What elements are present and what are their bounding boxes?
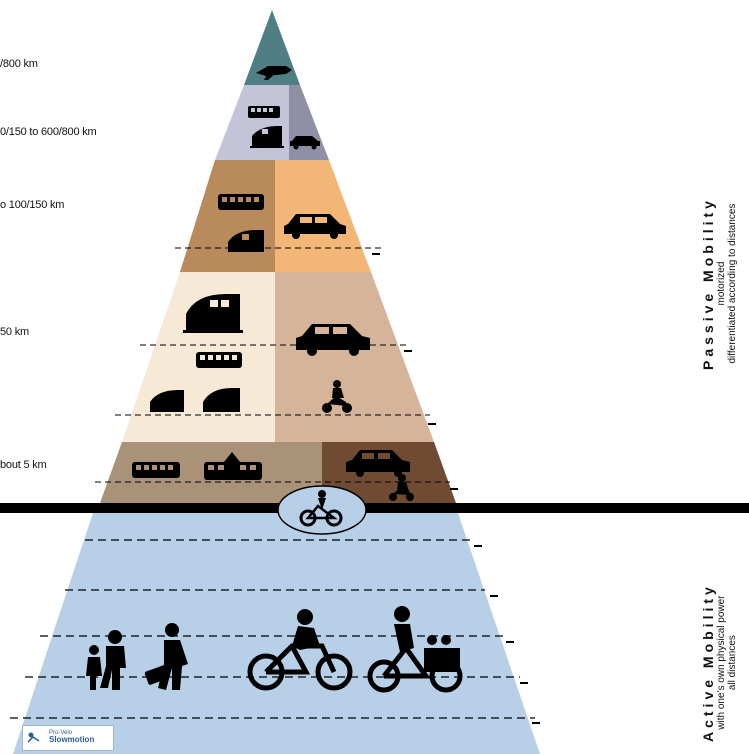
cargo-bike-icon — [367, 606, 463, 693]
train-icon — [183, 294, 243, 333]
active-zone — [13, 513, 540, 754]
passive-title: Passive Mobility — [700, 197, 716, 370]
bus-icon — [196, 352, 242, 368]
tram-icon — [150, 388, 240, 412]
tier-medium-left — [180, 160, 275, 272]
active-sub1: with one's own physical power — [716, 595, 727, 730]
distance-label-local: bout 5 km — [0, 459, 47, 471]
walking-family-icon — [86, 630, 126, 690]
tram-icon — [204, 452, 262, 480]
train-icon — [250, 126, 284, 148]
distance-label-short: 50 km — [0, 326, 29, 338]
airplane-icon — [256, 66, 292, 80]
ground-divider-bar — [0, 503, 749, 513]
passive-sub1: motorized — [716, 261, 727, 306]
train-icon — [228, 230, 264, 252]
logo-line2: Slowmotion — [49, 735, 95, 744]
passive-mobility-heading: Passive Mobility motorized differentiate… — [700, 197, 738, 370]
logo-line1: Pro-Velo — [49, 730, 73, 736]
active-title: Active Mobility — [700, 583, 716, 742]
car-icon — [290, 136, 320, 150]
active-mobility-heading: Active Mobility with one's own physical … — [700, 583, 738, 742]
logo-mark-icon — [27, 732, 40, 743]
traveler-icon — [144, 623, 188, 690]
passive-sub2: differentiated according to distances — [727, 203, 738, 364]
bus-icon — [248, 106, 280, 118]
car-icon — [284, 214, 346, 239]
car-icon — [296, 324, 370, 356]
distance-label-medium-long: 0/150 to 600/800 km — [0, 126, 97, 138]
cyclist-icon — [247, 609, 353, 691]
bus-icon — [218, 194, 264, 210]
active-sub2: all distances — [727, 635, 738, 691]
tier-long-left — [215, 85, 289, 160]
ebike-icon — [277, 485, 367, 535]
motorcycle-icon — [389, 474, 414, 501]
bus-icon — [132, 462, 180, 478]
car-icon — [346, 450, 410, 477]
organization-logo: Pro-Velo Slowmotion — [22, 725, 114, 751]
distance-label-long: /800 km — [0, 58, 38, 70]
percent-marks — [372, 253, 540, 724]
motorcycle-icon — [322, 380, 352, 413]
distance-label-medium: o 100/150 km — [0, 199, 65, 211]
tier-short-right — [275, 272, 434, 442]
